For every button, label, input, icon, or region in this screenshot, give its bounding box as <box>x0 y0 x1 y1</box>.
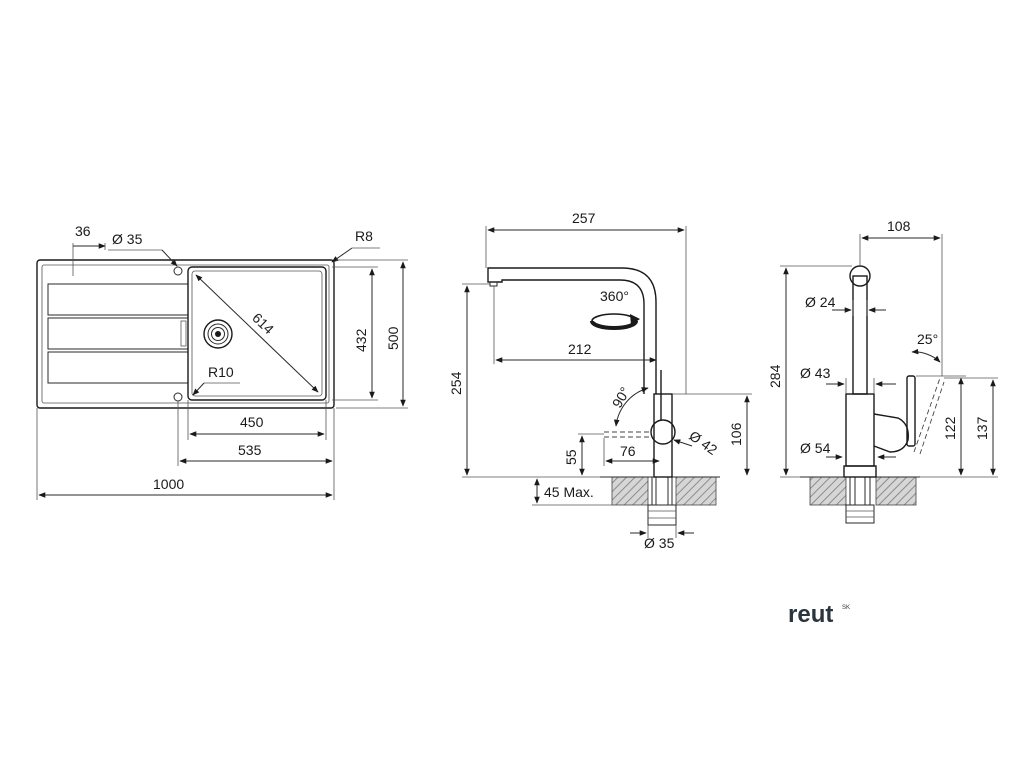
dim-108: 108 <box>887 218 911 234</box>
sink-top-view: 36 Ø 35 R8 614 432 500 R10 450 <box>36 223 408 500</box>
tap-hole-bottom <box>173 392 183 402</box>
dim-137: 137 <box>974 416 990 440</box>
dim-dia54: Ø 54 <box>800 440 831 456</box>
mounting-nut-front <box>845 504 875 524</box>
faucet-spout-front <box>852 275 868 395</box>
sink-outline <box>36 259 335 409</box>
dim-90: 90° <box>609 384 633 410</box>
dim-dia43: Ø 43 <box>800 365 831 381</box>
dim-284: 284 <box>767 364 783 388</box>
drain-strainer <box>203 319 233 349</box>
countertop-front-left <box>809 476 847 506</box>
brand-logo: reut SK <box>788 601 850 628</box>
mounting-nut-side <box>647 504 677 526</box>
dim-76: 76 <box>620 443 636 459</box>
dim-360: 360° <box>600 288 629 304</box>
dim-1000: 1000 <box>153 476 184 492</box>
dim-dia35-sink: Ø 35 <box>112 231 143 247</box>
svg-text:SK: SK <box>842 605 850 611</box>
dim-257: 257 <box>572 210 596 226</box>
countertop-left <box>611 476 649 506</box>
dim-dia42: Ø 42 <box>686 427 720 458</box>
dim-106: 106 <box>728 422 744 446</box>
svg-text:reut: reut <box>788 601 833 628</box>
sink-bowl <box>187 266 327 401</box>
dim-614: 614 <box>249 309 277 337</box>
faucet-handle-side <box>650 419 676 445</box>
dim-dia35-faucet: Ø 35 <box>644 535 675 551</box>
faucet-body-side <box>653 393 673 478</box>
faucet-handle-front <box>873 413 909 453</box>
dim-r8: R8 <box>355 228 373 244</box>
drainboard-rib-3 <box>47 351 189 384</box>
faucet-front-view: 108 Ø 24 25° 284 Ø 43 122 137 Ø 54 <box>767 218 998 524</box>
dim-45max: 45 Max. <box>544 484 594 500</box>
tap-hole-top <box>173 266 183 276</box>
drainboard-rib-1 <box>47 283 189 316</box>
faucet-lever-front <box>906 375 916 447</box>
faucet-spout-side <box>487 267 657 394</box>
dim-535: 535 <box>238 442 262 458</box>
faucet-body-front <box>845 393 875 467</box>
dim-25: 25° <box>917 331 938 347</box>
dim-122: 122 <box>942 416 958 440</box>
countertop-right <box>675 476 717 506</box>
rotation-360-icon <box>590 313 640 330</box>
dim-432: 432 <box>353 328 369 352</box>
dim-55: 55 <box>563 449 579 465</box>
dim-450: 450 <box>240 414 264 430</box>
dim-500: 500 <box>385 326 401 350</box>
dim-dia24: Ø 24 <box>805 294 836 310</box>
faucet-base-front <box>843 465 877 478</box>
dim-r10: R10 <box>208 364 234 380</box>
faucet-side-view: 257 360° 212 254 90° Ø 42 106 55 <box>448 210 752 551</box>
countertop-front-right <box>875 476 917 506</box>
dim-36: 36 <box>75 223 91 239</box>
dim-212: 212 <box>568 341 592 357</box>
drainboard-rib-2 <box>47 317 189 350</box>
dim-254: 254 <box>448 371 464 395</box>
